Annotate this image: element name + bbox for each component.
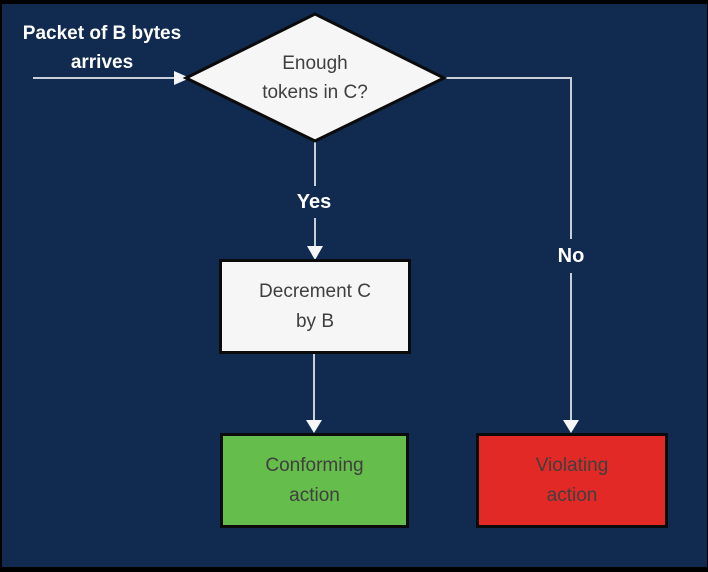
start-label-line1: Packet of B bytes	[22, 23, 182, 44]
process-box: Decrement C by B	[219, 259, 411, 354]
start-label-line2: arrives	[70, 52, 134, 73]
process-label-line1: Decrement C	[259, 280, 371, 302]
yes-label-text: Yes	[296, 190, 332, 213]
arrowheads	[174, 71, 579, 433]
no-branch-line	[444, 77, 572, 421]
decision-diamond	[182, 12, 448, 143]
no-branch-label: No	[549, 239, 593, 273]
no-arrowhead-icon	[563, 420, 579, 433]
decision-label-line2: tokens in C?	[262, 82, 368, 103]
violating-label-line1: Violating	[535, 454, 609, 476]
conforming-label-line1: Conforming	[265, 454, 364, 476]
process-label-line2: by B	[295, 310, 335, 332]
decision-label-line1: Enough	[282, 53, 348, 74]
decision-diamond-group	[182, 12, 448, 143]
process-arrowhead-icon	[306, 420, 322, 433]
start-label: Packet of B bytes arrives	[16, 19, 188, 77]
start-arrowhead-icon	[174, 71, 190, 85]
violating-action-box: Violating action	[476, 433, 668, 528]
decision-label: Enough tokens in C?	[215, 49, 415, 107]
no-label-text: No	[557, 244, 585, 267]
violating-label-line2: action	[546, 484, 598, 506]
conforming-action-box: Conforming action	[220, 433, 409, 528]
yes-branch-label: Yes	[291, 186, 337, 218]
yes-arrowhead-icon	[307, 246, 323, 260]
conforming-label-line2: action	[289, 484, 340, 506]
